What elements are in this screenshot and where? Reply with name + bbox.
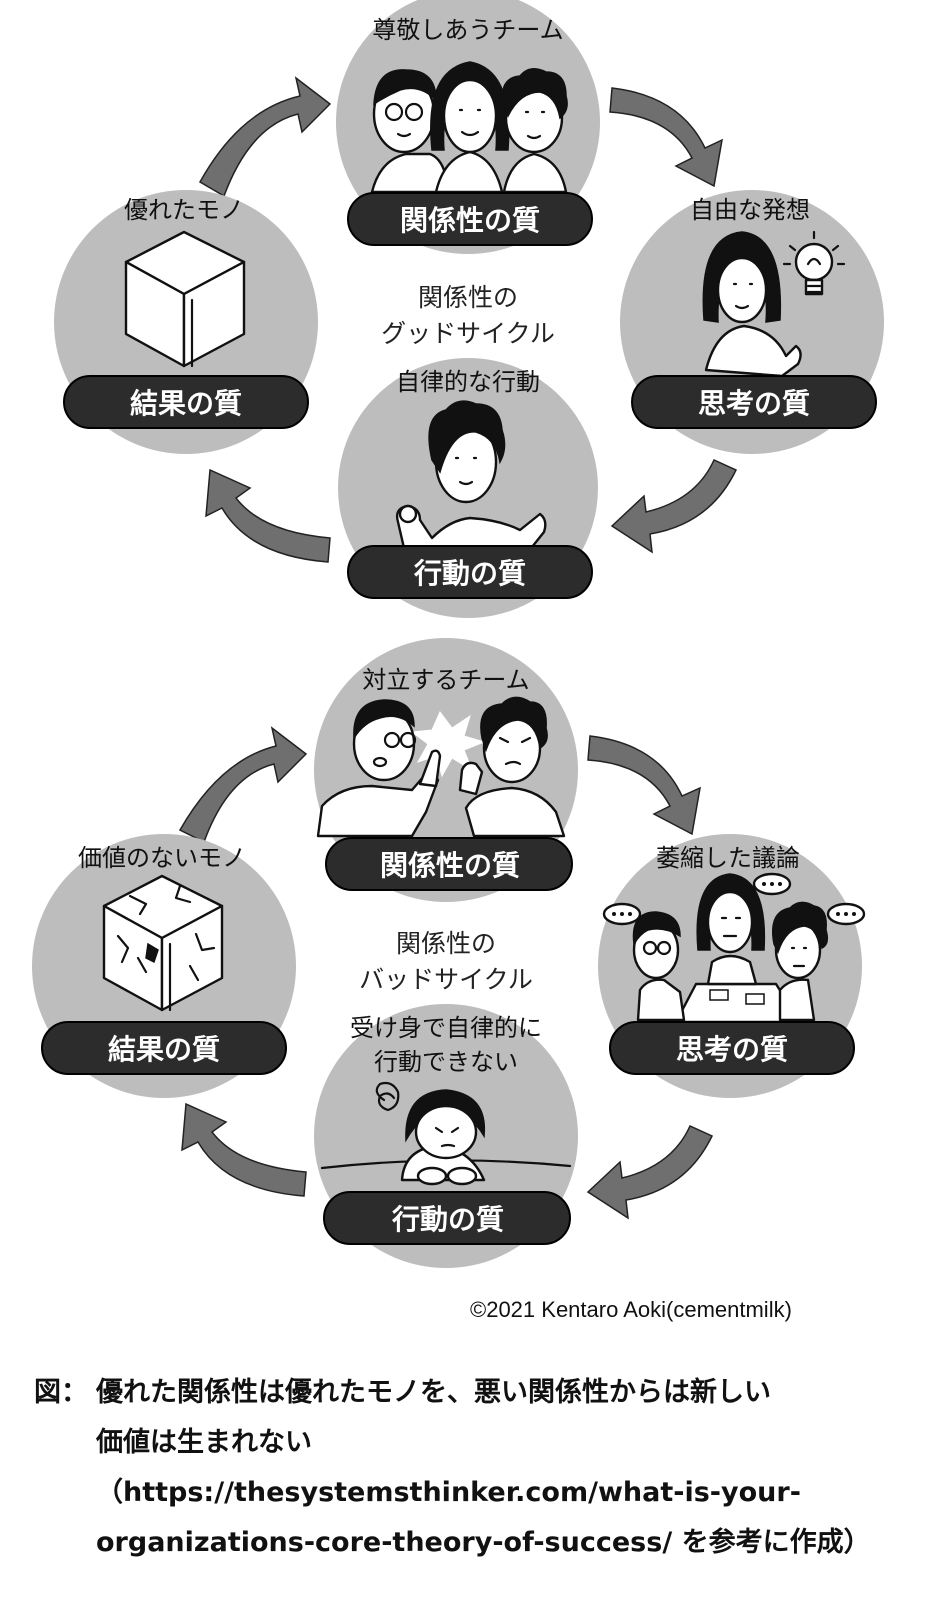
bad-arrow-thinking-to-action: [586, 1125, 714, 1220]
bad-thinking-pill-label: 思考の質: [676, 1033, 788, 1066]
good-result-pill: [63, 375, 309, 429]
good-thinking-pill-label: 思考の質: [698, 387, 810, 420]
bad-result-node: 価値のないモノ 結果の質: [32, 834, 296, 1098]
bad-action-node: 受け身で自律的に 行動できない 行動の質: [314, 1004, 578, 1268]
copyright-credit: ©2021 Kentaro Aoki(cementmilk): [470, 1297, 792, 1322]
cube-icon: [124, 230, 246, 368]
bad-arrow-result-to-relationship: [178, 726, 308, 844]
good-relationship-top-label: 尊敬しあうチーム: [372, 16, 563, 44]
bad-result-top-label: 価値のないモノ: [78, 844, 246, 872]
bad-action-top-label-line2: 行動できない: [374, 1048, 518, 1076]
good-thinking-top-label: 自由な発想: [690, 196, 810, 224]
speech-bubble-icon: [602, 872, 866, 926]
arguing-people-icon: [316, 696, 566, 838]
bad-center-label-line2: バッドサイクル: [359, 965, 533, 994]
good-arrow-action-to-result: [205, 468, 331, 563]
caption-line: 価値は生まれない: [96, 1427, 312, 1458]
good-action-pill: [347, 545, 593, 599]
bad-arrow-action-to-result: [181, 1102, 307, 1197]
good-center-label-line2: グッドサイクル: [381, 319, 555, 348]
good-relationship-pill-label: 関係性の質: [400, 204, 540, 237]
good-result-node: 優れたモノ 結果の質: [54, 190, 318, 454]
bad-thinking-pill: [609, 1021, 855, 1075]
good-arrow-relationship-to-thinking: [609, 87, 723, 188]
good-arrow-result-to-relationship: [198, 76, 332, 198]
silent-meeting-icon: [602, 872, 866, 1024]
good-thinking-pill: [631, 375, 877, 429]
bad-action-top-label-line1: 受け身で自律的に: [350, 1014, 542, 1042]
caption-body: 優れた関係性は優れたモノを、悪い関係性からは新しい 価値は生まれない （http…: [96, 1368, 924, 1568]
caption-prefix: 図：: [34, 1377, 88, 1408]
caption-line: organizations-core-theory-of-success/ を参…: [96, 1527, 871, 1558]
good-action-top-label: 自律的な行動: [396, 368, 540, 396]
woman-lightbulb-icon: [702, 230, 846, 378]
bad-center-label-line1: 関係性の: [396, 929, 496, 958]
cracked-cube-icon: [102, 874, 224, 1012]
bad-result-pill: [41, 1021, 287, 1075]
good-action-pill-label: 行動の質: [413, 557, 526, 590]
good-arrow-thinking-to-action: [610, 459, 738, 554]
good-cycle: 尊敬しあうチーム: [54, 0, 884, 618]
good-action-node: 自律的な行動 行動の質: [338, 358, 598, 618]
caption-line: （https://thesystemsthinker.com/what-is-y…: [96, 1477, 801, 1508]
bad-arrow-relationship-to-thinking: [587, 735, 701, 836]
bad-relationship-pill-label: 関係性の質: [380, 849, 520, 882]
good-thinking-node: 自由な発想 思考の質: [620, 190, 884, 454]
bad-thinking-top-label: 萎縮した議論: [656, 844, 800, 872]
good-center-label-line1: 関係性の: [418, 283, 518, 312]
bad-action-pill-label: 行動の質: [391, 1203, 504, 1236]
bad-thinking-node: 萎縮した議論: [598, 834, 866, 1098]
good-relationship-node: 尊敬しあうチーム: [336, 0, 600, 254]
good-result-top-label: 優れたモノ: [124, 196, 244, 224]
figure-caption: 図： 優れた関係性は優れたモノを、悪い関係性からは新しい 価値は生まれない （h…: [34, 1368, 924, 1568]
bad-relationship-top-label: 対立するチーム: [362, 666, 529, 694]
motivated-person-icon: [395, 400, 547, 554]
bad-relationship-pill: [325, 837, 573, 891]
bad-result-pill-label: 結果の質: [108, 1033, 220, 1066]
good-result-pill-label: 結果の質: [130, 387, 242, 420]
bad-cycle: 対立するチーム 関係性の質: [32, 638, 866, 1268]
good-relationship-pill: [347, 192, 593, 246]
caption-line: 優れた関係性は優れたモノを、悪い関係性からは新しい: [96, 1377, 771, 1408]
slumped-person-icon: [320, 1081, 572, 1186]
three-people-icon: [370, 61, 568, 194]
bad-action-pill: [323, 1191, 571, 1245]
bad-relationship-node: 対立するチーム 関係性の質: [314, 638, 578, 902]
